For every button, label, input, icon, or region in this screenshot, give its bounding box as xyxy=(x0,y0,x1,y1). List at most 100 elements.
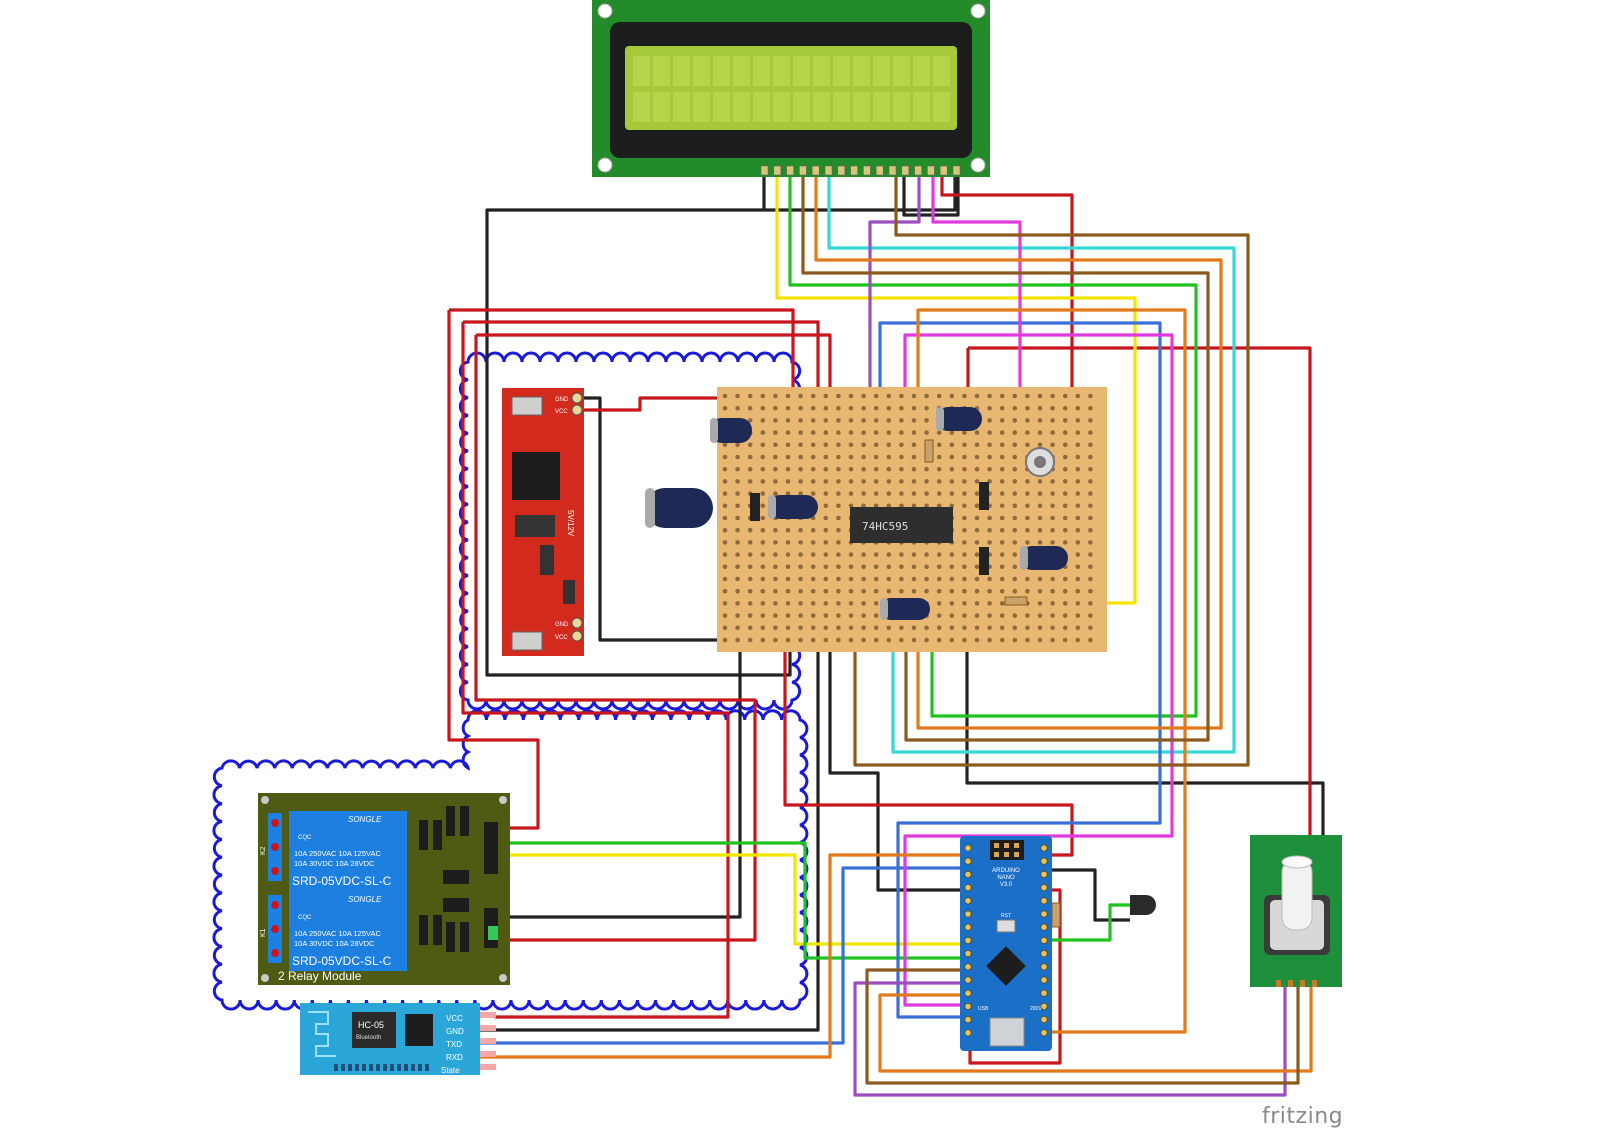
stripboard-hole xyxy=(873,637,879,643)
stripboard-hole xyxy=(823,552,829,557)
lcd-pin xyxy=(875,165,884,176)
wires xyxy=(447,172,1325,1097)
stripboard-hole xyxy=(836,588,841,594)
stripboard-hole xyxy=(747,405,753,411)
stripboard-hole xyxy=(810,588,816,594)
lcd-char-cell xyxy=(913,56,930,86)
stripboard-hole xyxy=(722,564,728,570)
stripboard-hole xyxy=(823,601,829,606)
stripboard-hole xyxy=(987,515,992,521)
stripboard-hole xyxy=(836,515,841,521)
nano-pin-D7 xyxy=(964,963,972,971)
psu-pin-label-gnd: GND xyxy=(555,622,569,628)
stripboard-hole xyxy=(1062,491,1068,496)
stripboard-hole xyxy=(924,430,929,435)
relay-model: SRD-05VDC-SL-C xyxy=(292,954,392,968)
stripboard-hole xyxy=(823,540,829,545)
stripboard-hole xyxy=(1075,576,1081,582)
lcd-char-cell xyxy=(813,92,830,122)
stripboard-hole xyxy=(760,601,766,606)
stripboard-hole xyxy=(1062,637,1068,643)
stripboard-hole xyxy=(848,430,854,435)
stripboard-hole xyxy=(810,613,816,618)
stripboard-hole xyxy=(886,491,892,496)
bluetooth-pin-vcc: VCC xyxy=(446,1014,463,1023)
psu-title: 5V/12V xyxy=(566,510,575,537)
stripboard-hole xyxy=(773,479,778,484)
nano-pin-D2 xyxy=(964,897,972,905)
stripboard-hole xyxy=(1062,430,1068,435)
stripboard-hole xyxy=(785,540,791,545)
stripboard-hole xyxy=(722,588,728,594)
relay-1: SONGLE CQC 10A 250VAC 10A 125VAC 10A 30V… xyxy=(289,811,407,891)
relay-cert: CQC xyxy=(298,915,312,921)
stripboard-hole xyxy=(773,576,778,582)
stripboard-hole xyxy=(1062,454,1068,460)
stripboard-hole xyxy=(949,503,955,509)
stripboard-hole xyxy=(798,588,803,594)
stripboard-hole xyxy=(949,466,955,472)
stripboard-hole xyxy=(760,466,766,472)
stripboard-hole xyxy=(1075,466,1081,472)
stripboard-hole xyxy=(836,527,841,533)
stripboard-hole xyxy=(1075,442,1081,448)
stripboard-hole xyxy=(1037,527,1043,533)
stripboard-hole xyxy=(873,405,879,411)
stripboard-hole xyxy=(974,527,980,533)
stripboard-hole xyxy=(987,430,992,435)
stripboard-hole xyxy=(773,418,778,423)
wire-red xyxy=(461,322,730,1019)
stripboard-hole xyxy=(899,576,904,582)
stripboard-hole xyxy=(773,588,778,594)
nano-pin-A4 xyxy=(1040,936,1048,945)
stripboard-hole xyxy=(962,442,967,448)
diode xyxy=(979,482,989,510)
stripboard-hole xyxy=(911,466,917,472)
lcd-char-cell xyxy=(853,56,870,86)
stripboard-hole xyxy=(1075,588,1081,594)
stripboard-hole xyxy=(999,393,1005,399)
rotary-pins xyxy=(1276,980,1317,987)
stripboard-hole xyxy=(722,466,728,472)
lcd-pin xyxy=(939,165,948,176)
stripboard-hole xyxy=(949,564,955,570)
capacitor xyxy=(1020,546,1068,570)
stripboard-hole xyxy=(798,442,803,448)
nano-pin-A5 xyxy=(1040,923,1048,931)
stripboard-hole xyxy=(836,625,841,631)
stripboard-hole xyxy=(747,479,753,484)
stripboard-hole xyxy=(924,405,929,411)
stripboard-hole xyxy=(1075,637,1081,643)
bluetooth-pad xyxy=(334,1064,338,1071)
stripboard-hole xyxy=(836,637,841,643)
relay-rating: 10A 30VDC 10A 28VDC xyxy=(294,859,375,868)
stripboard-hole xyxy=(1012,588,1018,594)
stripboard-hole xyxy=(999,540,1005,545)
stripboard-hole xyxy=(823,637,829,643)
stripboard-hole xyxy=(798,454,803,460)
nano-reset-button[interactable] xyxy=(996,919,1016,933)
wire-red xyxy=(574,396,720,412)
stripboard-hole xyxy=(987,418,992,423)
stripboard-hole xyxy=(987,588,992,594)
stripboard-hole xyxy=(836,393,841,399)
stripboard-hole xyxy=(1050,637,1055,643)
stripboard-hole xyxy=(773,491,778,496)
stripboard-hole xyxy=(987,601,992,606)
stripboard-hole xyxy=(1088,588,1093,594)
psu-pin-label-vcc: VCC xyxy=(555,635,568,641)
stripboard-hole xyxy=(1025,613,1030,618)
stripboard-hole xyxy=(1012,564,1018,570)
stripboard-hole xyxy=(949,637,955,643)
stripboard-hole xyxy=(848,564,854,570)
stripboard-hole xyxy=(1050,515,1055,521)
stripboard-hole xyxy=(861,466,866,472)
stripboard-hole xyxy=(873,466,879,472)
stripboard-hole xyxy=(747,466,753,472)
stripboard-hole xyxy=(987,576,992,582)
stripboard-hole xyxy=(760,393,766,399)
stripboard-hole xyxy=(1012,454,1018,460)
wire-red xyxy=(968,888,1062,1065)
stripboard-hole xyxy=(962,491,967,496)
bluetooth-pin-txd: TXD xyxy=(446,1040,462,1049)
